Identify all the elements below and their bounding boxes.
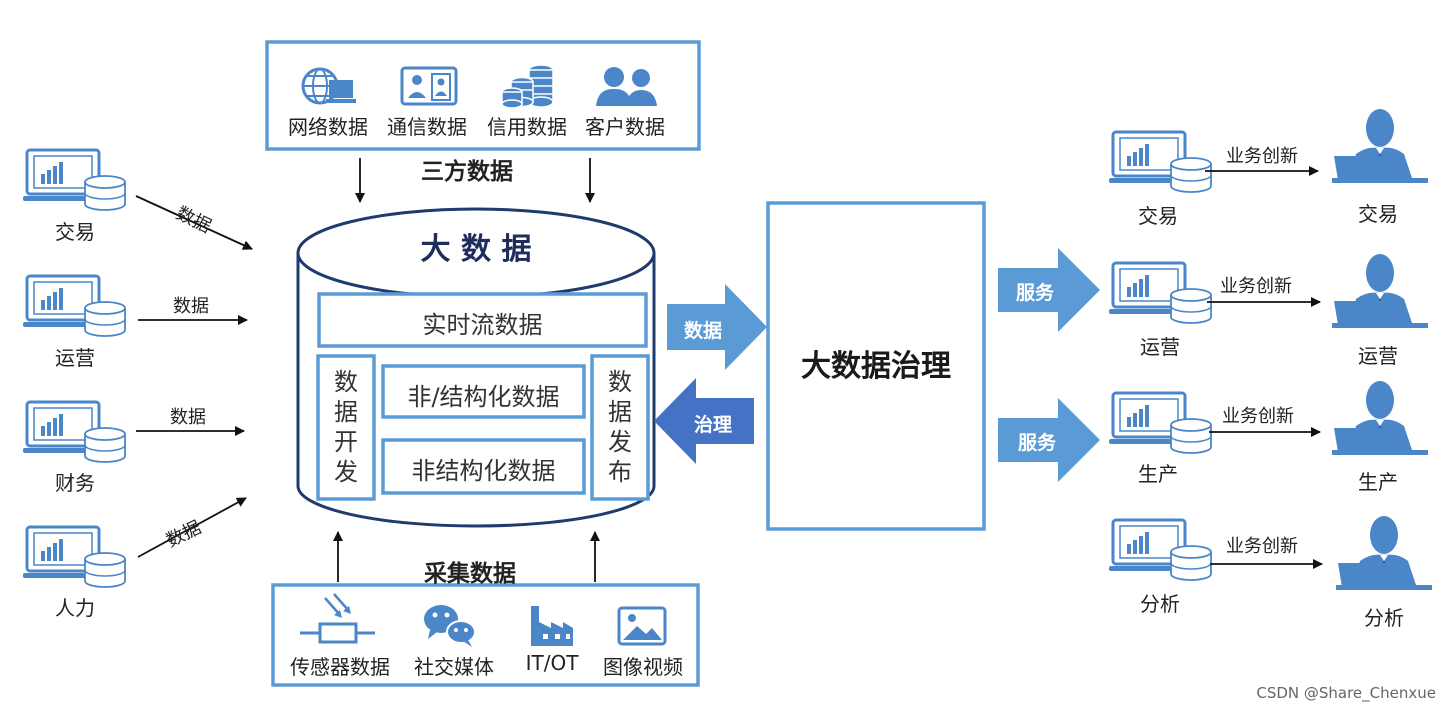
left-arrow-4 xyxy=(137,497,247,558)
left-arrow-1 xyxy=(135,195,253,250)
system-label: 交易 xyxy=(1138,204,1178,228)
user-desk-icon xyxy=(1336,516,1432,590)
collection-title: 采集数据 xyxy=(424,561,516,587)
third-party-item-label: 通信数据 xyxy=(387,115,467,139)
realtime-box xyxy=(317,292,648,348)
dev-label: 数据开发 xyxy=(334,368,358,486)
govern-flow-arrow xyxy=(654,378,754,464)
user-label: 交易 xyxy=(1358,202,1398,226)
user-desk-icon xyxy=(1332,109,1428,183)
innovation-label: 业务创新 xyxy=(1222,406,1294,427)
structured-box xyxy=(381,364,586,419)
factory-icon xyxy=(531,606,573,646)
watermark: CSDN @Share_Chenxue xyxy=(1256,684,1436,702)
innovation-label: 业务创新 xyxy=(1226,536,1298,557)
user-label: 分析 xyxy=(1364,606,1404,630)
source-label: 交易 xyxy=(55,220,95,244)
left-arrow-label: 数据 xyxy=(170,407,206,428)
publish-box xyxy=(590,354,650,501)
user-desk-icon xyxy=(1332,254,1428,328)
sensor-icon xyxy=(300,593,375,644)
pc-db-icon xyxy=(1107,391,1213,455)
pc-db-icon xyxy=(21,525,127,589)
collection-item-label: 传感器数据 xyxy=(290,655,390,679)
image-icon xyxy=(617,606,667,646)
service-label: 服务 xyxy=(1018,432,1057,454)
customers-icon xyxy=(596,67,657,106)
third-party-item-label: 信用数据 xyxy=(487,115,567,139)
innovation-label: 业务创新 xyxy=(1220,276,1292,297)
source-label: 财务 xyxy=(55,471,95,495)
coin-stack-icon xyxy=(501,64,554,109)
service-label: 服务 xyxy=(1016,282,1055,304)
pc-db-icon xyxy=(1107,130,1213,194)
user-label: 运营 xyxy=(1358,344,1398,368)
innovation-label: 业务创新 xyxy=(1226,146,1298,167)
govern-flow-label: 治理 xyxy=(694,414,733,436)
pc-db-icon xyxy=(21,274,127,338)
collection-item-label: IT/OT xyxy=(525,651,579,675)
data-flow-arrow xyxy=(667,284,767,370)
realtime-label: 实时流数据 xyxy=(422,311,543,339)
unstructured-box xyxy=(381,438,586,495)
governance-box xyxy=(766,201,986,531)
user-label: 生产 xyxy=(1358,470,1398,494)
third-party-title: 三方数据 xyxy=(421,159,513,185)
service-arrow-1 xyxy=(998,248,1100,332)
governance-title: 大数据治理 xyxy=(801,349,951,384)
third-party-item-label: 网络数据 xyxy=(288,115,368,139)
pc-db-icon xyxy=(21,148,127,212)
source-label: 人力 xyxy=(55,596,95,620)
publish-label: 数据发布 xyxy=(608,368,632,486)
user-desk-icon xyxy=(1332,381,1428,455)
pc-db-icon xyxy=(21,400,127,464)
wechat-icon xyxy=(424,605,476,647)
contact-card-icon xyxy=(400,66,458,106)
service-arrow-2 xyxy=(998,398,1100,482)
globe-computer-icon xyxy=(301,67,356,105)
system-label: 运营 xyxy=(1140,335,1180,359)
data-flow-label: 数据 xyxy=(684,320,723,342)
system-label: 分析 xyxy=(1140,592,1180,616)
dev-box xyxy=(316,354,376,501)
big-data-title: 大 数 据 xyxy=(420,232,532,267)
pc-db-icon xyxy=(1107,261,1213,325)
structured-label: 非/结构化数据 xyxy=(407,383,560,411)
left-arrow-label: 数据 xyxy=(173,296,209,317)
third-party-item-label: 客户数据 xyxy=(585,115,665,139)
system-label: 生产 xyxy=(1138,462,1178,486)
pc-db-icon xyxy=(1107,518,1213,582)
collection-item-label: 图像视频 xyxy=(603,655,683,679)
unstructured-label: 非结构化数据 xyxy=(411,457,556,485)
source-label: 运营 xyxy=(55,346,95,370)
collection-item-label: 社交媒体 xyxy=(414,655,494,679)
